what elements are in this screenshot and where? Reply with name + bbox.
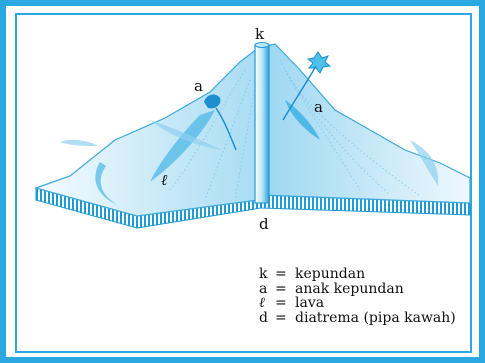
legend-row: k = kepundan	[259, 266, 456, 283]
legend-equals: =	[275, 280, 287, 297]
legend-symbol: k	[259, 266, 268, 283]
inner-border	[15, 13, 472, 353]
diatrema-pipe	[254, 44, 270, 204]
legend-symbol: d	[259, 309, 268, 326]
legend-symbol: ℓ	[259, 294, 265, 311]
vent-left	[215, 107, 237, 151]
legend-text: kepundan	[295, 266, 366, 283]
legend-equals: =	[275, 295, 287, 312]
lava-streak	[95, 162, 118, 205]
lava-streak	[60, 139, 98, 146]
lava-streak	[150, 120, 222, 150]
legend-row: ℓ = lava	[259, 294, 456, 312]
legend-row: d = diatrema (pipa kawah)	[259, 309, 456, 326]
lava-streak	[285, 100, 320, 140]
label-a-left: a	[194, 77, 203, 95]
lava-streak	[410, 140, 439, 186]
label-a-right: a	[314, 98, 323, 116]
flow-lines	[169, 59, 421, 201]
anak-kepundan-left	[204, 94, 221, 109]
crater-kepundan	[254, 42, 270, 48]
vent-right	[282, 65, 317, 121]
lava-streak	[150, 110, 215, 182]
legend-symbol: a	[259, 280, 268, 297]
legend-text: lava	[295, 295, 325, 312]
legend-equals: =	[275, 309, 287, 326]
legend-equals: =	[275, 266, 287, 283]
label-k: k	[255, 25, 265, 43]
label-lava: ℓ	[161, 171, 168, 189]
volcano-slope-left	[34, 46, 259, 217]
legend-text: diatrema (pipa kawah)	[295, 309, 456, 326]
legend-row: a = anak kepundan	[259, 280, 456, 297]
label-d: d	[259, 215, 269, 233]
legend: k = kepundan a = anak kepundan ℓ = lava …	[259, 266, 456, 326]
legend-text: anak kepundan	[295, 280, 404, 297]
volcano-slope-right	[257, 43, 471, 204]
eruption-plume	[306, 51, 332, 74]
